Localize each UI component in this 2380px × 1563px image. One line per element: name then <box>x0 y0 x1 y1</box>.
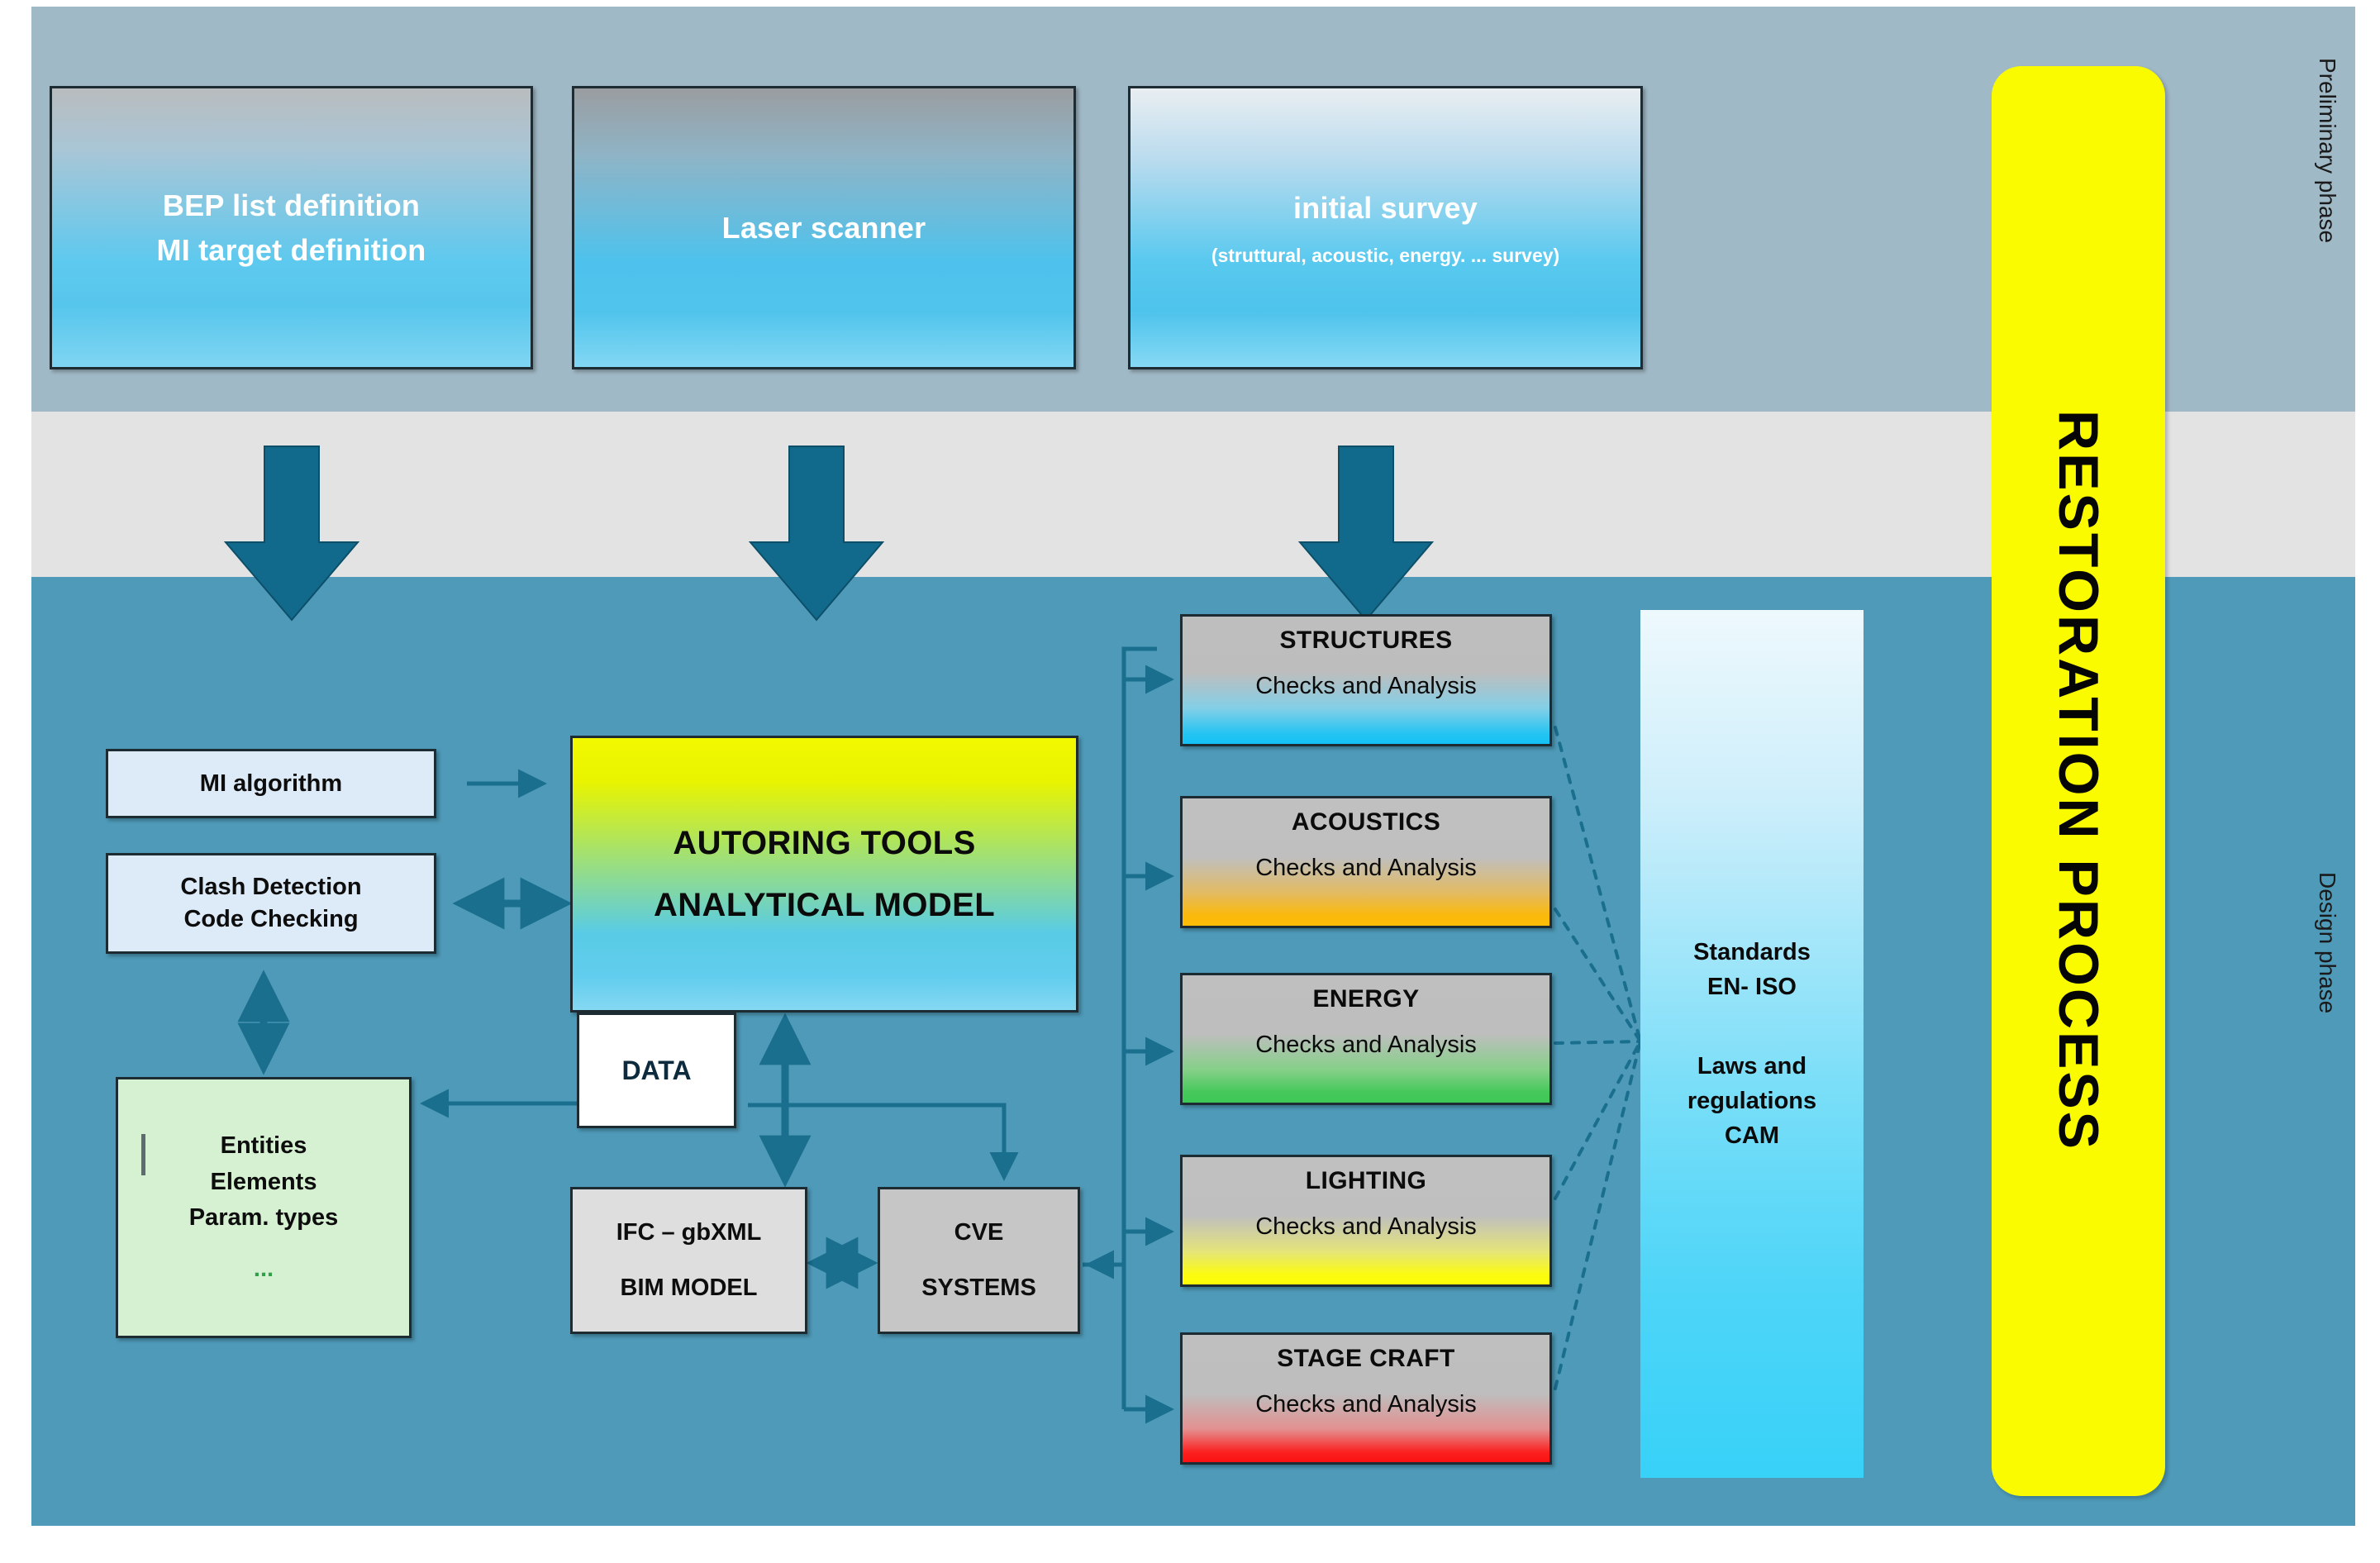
standards-line2: EN- ISO <box>1707 973 1797 1000</box>
clash-line2: Code Checking <box>183 906 359 932</box>
ifc-line2: BIM MODEL <box>620 1275 758 1301</box>
acoustics-check: Checks and Analysis <box>1255 855 1477 881</box>
label-design-phase: Design phase <box>2315 872 2340 1014</box>
label-preliminary-phase: Preliminary phase <box>2315 58 2340 244</box>
energy-title: ENERGY <box>1312 985 1420 1013</box>
entities-ellipsis: ... <box>253 1255 274 1282</box>
box-cve-systems[interactable]: CVE SYSTEMS <box>878 1187 1080 1334</box>
standards-line3: Laws and <box>1697 1052 1807 1079</box>
box-domain-energy[interactable]: ENERGY Checks and Analysis <box>1180 973 1552 1105</box>
structures-title: STRUCTURES <box>1279 627 1453 654</box>
autoring-line2: ANALYTICAL MODEL <box>653 886 996 923</box>
box-autoring-tools[interactable]: AUTORING TOOLS ANALYTICAL MODEL <box>570 736 1078 1013</box>
restoration-process-label: RESTORATION PROCESS <box>2047 410 2110 1152</box>
survey-subtitle: (struttural, acoustic, energy. ... surve… <box>1211 245 1560 267</box>
laser-title: Laser scanner <box>721 210 926 245</box>
box-domain-acoustics[interactable]: ACOUSTICS Checks and Analysis <box>1180 796 1552 928</box>
lighting-check: Checks and Analysis <box>1255 1213 1477 1240</box>
box-clash-detection[interactable]: Clash Detection Code Checking <box>106 853 436 954</box>
entities-line1: Entities <box>220 1132 307 1159</box>
box-bep-definition[interactable]: BEP list definition MI target definition <box>50 86 533 369</box>
box-domain-lighting[interactable]: LIGHTING Checks and Analysis <box>1180 1155 1552 1287</box>
box-data[interactable]: DATA <box>577 1013 736 1128</box>
stagecraft-check: Checks and Analysis <box>1255 1391 1477 1418</box>
cve-line1: CVE <box>954 1219 1004 1246</box>
mi-algorithm-label: MI algorithm <box>199 770 343 797</box>
box-laser-scanner[interactable]: Laser scanner <box>572 86 1076 369</box>
clash-line1: Clash Detection <box>180 873 362 900</box>
entities-line2: Elements <box>210 1168 317 1195</box>
box-entities[interactable]: Entities Elements Param. types ... <box>116 1077 412 1338</box>
entities-line3: Param. types <box>188 1204 339 1231</box>
box-mi-algorithm[interactable]: MI algorithm <box>106 749 436 818</box>
acoustics-title: ACOUSTICS <box>1291 808 1441 836</box>
lighting-title: LIGHTING <box>1305 1167 1427 1194</box>
box-domain-structures[interactable]: STRUCTURES Checks and Analysis <box>1180 614 1552 746</box>
standards-line1: Standards <box>1693 938 1811 965</box>
transition-band <box>31 412 2355 577</box>
entities-accent-bar <box>141 1134 145 1175</box>
energy-check: Checks and Analysis <box>1255 1032 1477 1058</box>
bep-line1: BEP list definition <box>162 188 421 222</box>
panel-standards[interactable]: Standards EN- ISO Laws and regulations C… <box>1640 610 1864 1478</box>
box-initial-survey[interactable]: initial survey (struttural, acoustic, en… <box>1128 86 1643 369</box>
stagecraft-title: STAGE CRAFT <box>1277 1345 1455 1372</box>
bar-restoration-process[interactable]: RESTORATION PROCESS <box>1992 66 2165 1496</box>
bep-line2: MI target definition <box>156 232 426 267</box>
standards-line5: CAM <box>1724 1122 1780 1150</box>
standards-line4: regulations <box>1687 1088 1817 1115</box>
box-ifc-bim-model[interactable]: IFC – gbXML BIM MODEL <box>570 1187 807 1334</box>
autoring-line1: AUTORING TOOLS <box>673 824 976 861</box>
data-label: DATA <box>621 1055 692 1085</box>
structures-check: Checks and Analysis <box>1255 673 1477 699</box>
ifc-line1: IFC – gbXML <box>616 1219 762 1246</box>
box-domain-stagecraft[interactable]: STAGE CRAFT Checks and Analysis <box>1180 1332 1552 1465</box>
survey-title: initial survey <box>1293 191 1478 226</box>
cve-line2: SYSTEMS <box>921 1275 1036 1301</box>
